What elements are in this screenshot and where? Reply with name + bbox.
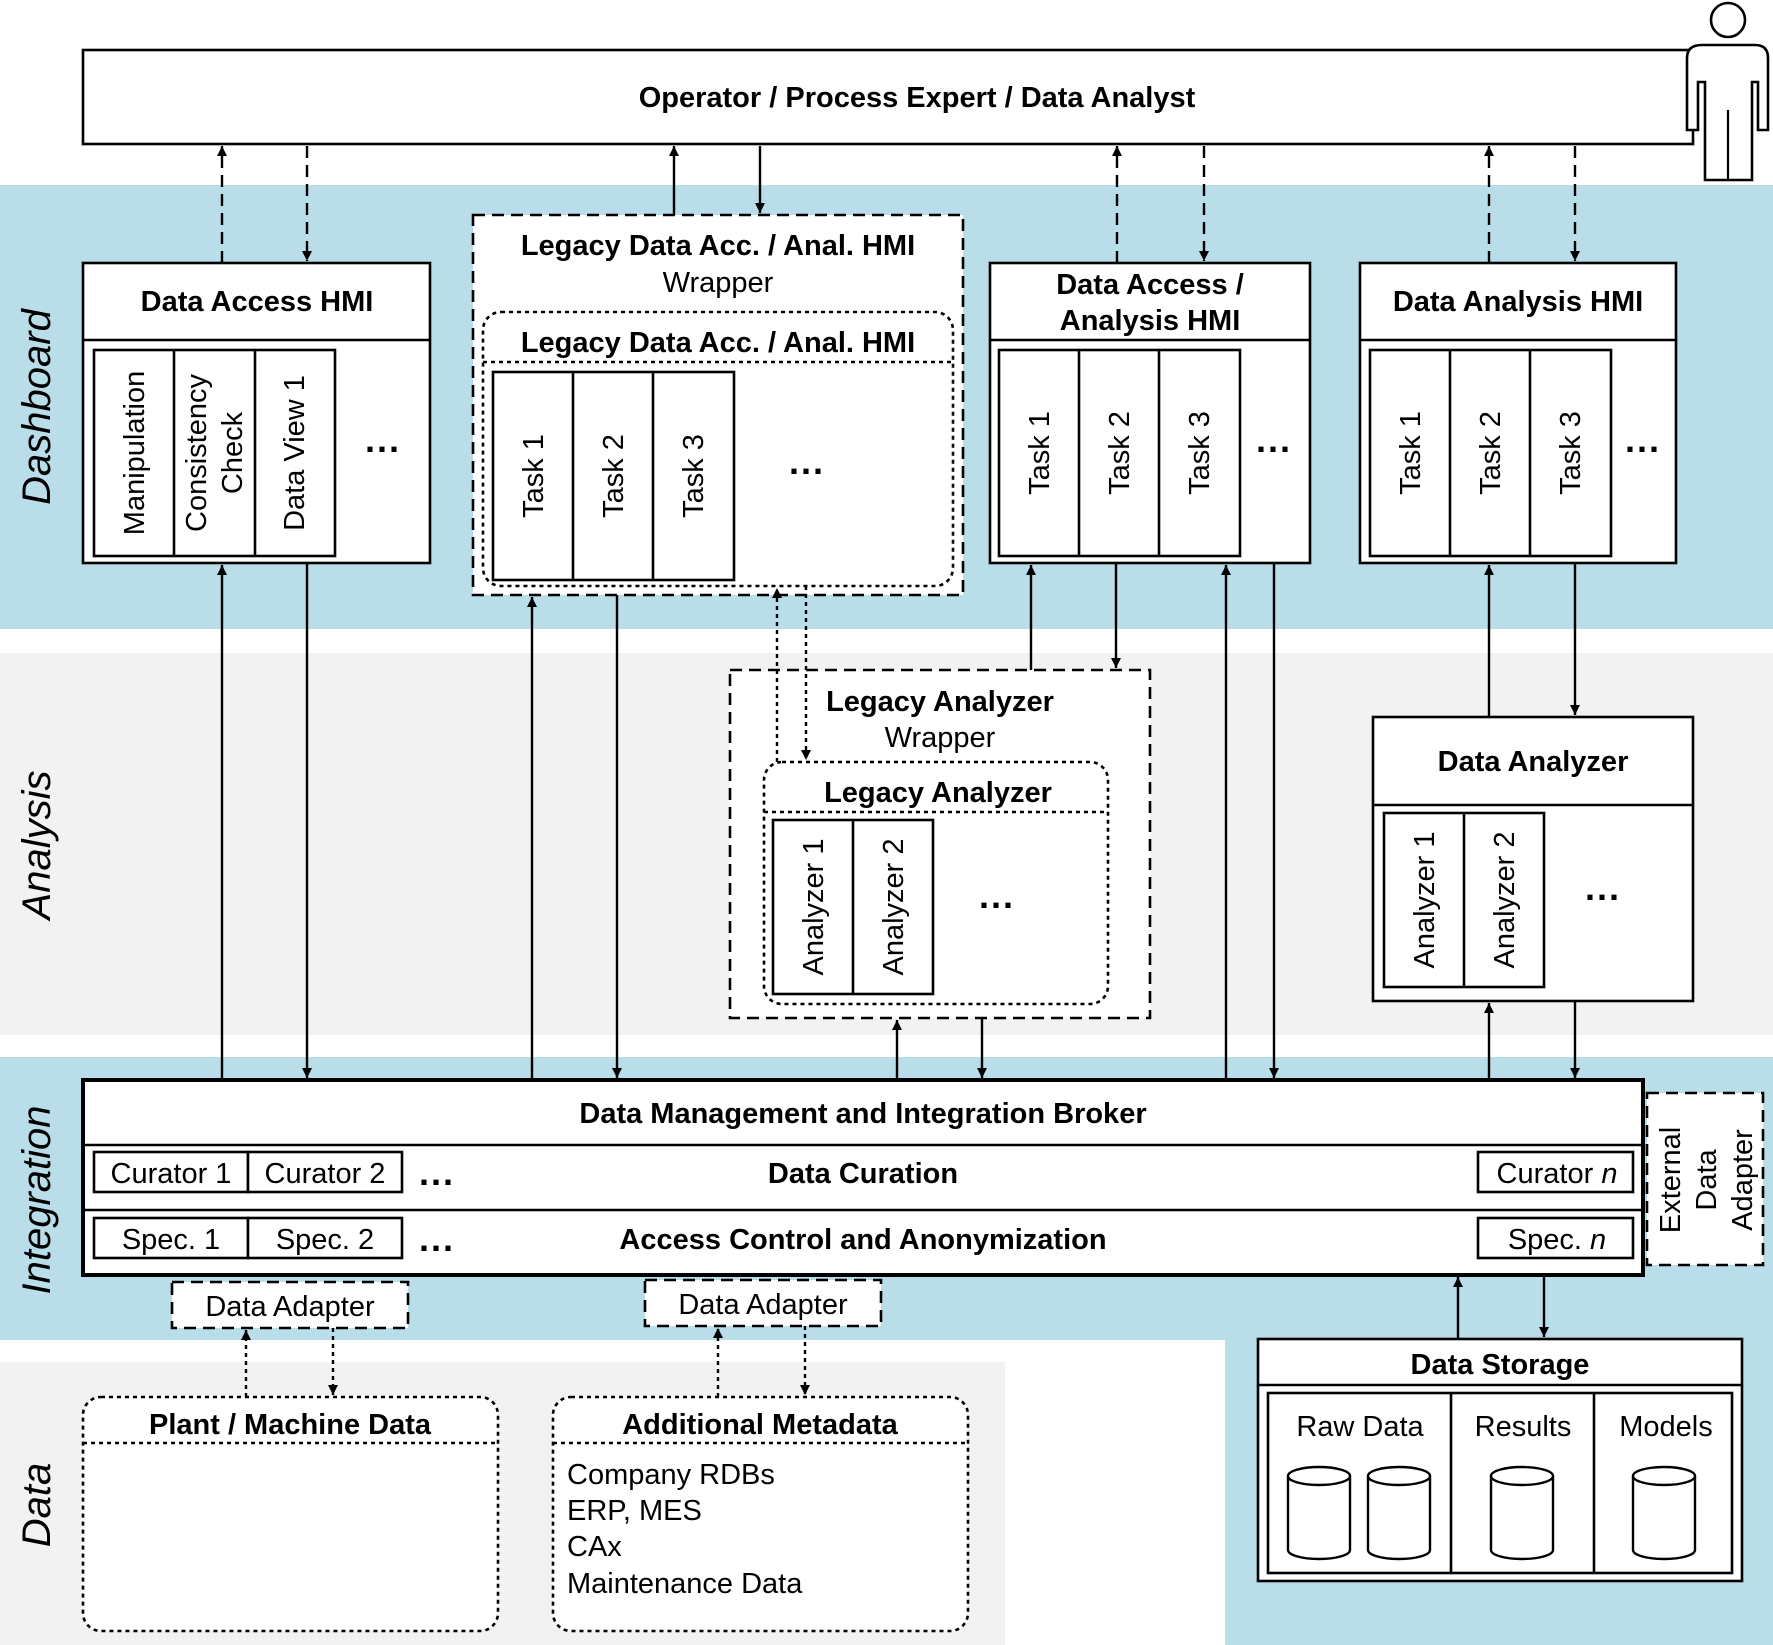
additional-metadata-title: Additional Metadata	[622, 1409, 898, 1441]
legacy-hmi-inner-title: Legacy Data Acc. / Anal. HMI	[521, 327, 915, 359]
data-analyzer-1: Analyzer 1	[1409, 831, 1441, 968]
data-access-item-manipulation: Manipulation	[119, 371, 151, 535]
database-icon	[1286, 1465, 1352, 1561]
data-adapter-middle-label: Data Adapter	[678, 1289, 848, 1321]
plant-machine-title: Plant / Machine Data	[149, 1409, 432, 1441]
database-icon	[1366, 1465, 1432, 1561]
data-adapter-middle: Data Adapter	[643, 1278, 883, 1328]
integration-broker: Data Management and Integration Broker C…	[81, 1078, 1645, 1277]
legacy-analyzer-wrapper-title: Legacy Analyzer	[826, 686, 1054, 718]
person-icon	[1685, 1, 1770, 182]
daa-hmi-ellipsis: ...	[1256, 419, 1292, 460]
metadata-item-cax: CAx	[567, 1531, 622, 1563]
da-hmi-task-3: Task 3	[1555, 411, 1587, 495]
spec-1: Spec. 1	[122, 1224, 220, 1256]
broker-title: Data Management and Integration Broker	[579, 1098, 1146, 1130]
connector-arrows	[217, 146, 1580, 1397]
metadata-item-erp-mes: ERP, MES	[567, 1495, 702, 1527]
data-storage-title: Data Storage	[1411, 1349, 1590, 1381]
curator-2: Curator 2	[265, 1158, 386, 1190]
data-access-hmi-title: Data Access HMI	[141, 286, 374, 318]
spec-2: Spec. 2	[276, 1224, 374, 1256]
da-hmi-task-2: Task 2	[1475, 411, 1507, 495]
data-access-analysis-title-1: Data Access /	[1056, 269, 1244, 301]
data-access-hmi: Data Access HMI Manipulation Consistency…	[81, 261, 432, 565]
da-hmi-ellipsis: ...	[1625, 419, 1661, 460]
storage-col-raw-data: Raw Data	[1296, 1411, 1424, 1443]
data-adapter-left-label: Data Adapter	[205, 1291, 375, 1323]
curator-n: Curator n	[1497, 1158, 1618, 1190]
layer-label-dashboard: Dashboard	[15, 307, 59, 504]
legacy-analyzer-ellipsis: ...	[979, 875, 1015, 916]
operator-bar	[81, 48, 1695, 146]
external-adapter-line-3: Adapter	[1727, 1129, 1759, 1231]
metadata-item-maintenance: Maintenance Data	[567, 1568, 803, 1600]
plant-machine-data: Plant / Machine Data	[81, 1395, 500, 1633]
daa-hmi-task-1: Task 1	[1024, 411, 1056, 495]
storage-col-models: Models	[1619, 1411, 1713, 1443]
data-access-analysis-hmi: Data Access / Analysis HMI Task 1 Task 2…	[988, 261, 1312, 565]
external-adapter-line-1: External	[1655, 1127, 1687, 1233]
access-control-label: Access Control and Anonymization	[619, 1224, 1106, 1256]
legacy-hmi-wrapper-subtitle: Wrapper	[663, 267, 774, 299]
legacy-analyzer-1: Analyzer 1	[798, 838, 830, 975]
database-icon	[1489, 1465, 1555, 1561]
data-access-analysis-title-2: Analysis HMI	[1060, 305, 1241, 337]
legacy-analyzer-wrapper-subtitle: Wrapper	[885, 722, 996, 754]
curation-ellipsis: ...	[419, 1152, 455, 1193]
data-access-item-data-view: Data View 1	[279, 375, 311, 531]
data-adapter-left: Data Adapter	[170, 1280, 410, 1330]
legacy-hmi-task-2: Task 2	[598, 434, 630, 518]
metadata-item-company-rdbs: Company RDBs	[567, 1459, 775, 1491]
legacy-hmi-wrapper-title: Legacy Data Acc. / Anal. HMI	[521, 230, 915, 262]
data-access-item-check: Check	[217, 411, 249, 494]
layer-label-data: Data	[15, 1463, 59, 1548]
legacy-analyzer-inner-title: Legacy Analyzer	[824, 777, 1052, 809]
curator-1: Curator 1	[111, 1158, 232, 1190]
data-analyzer-2: Analyzer 2	[1489, 831, 1521, 968]
layer-label-integration: Integration	[15, 1105, 59, 1294]
additional-metadata: Additional Metadata Company RDBs ERP, ME…	[551, 1395, 970, 1633]
daa-hmi-task-3: Task 3	[1184, 411, 1216, 495]
data-access-ellipsis: ...	[365, 419, 401, 460]
external-adapter-line-2: Data	[1691, 1149, 1723, 1211]
data-analyzer-title: Data Analyzer	[1438, 746, 1629, 778]
daa-hmi-task-2: Task 2	[1104, 411, 1136, 495]
legacy-hmi-wrapper: Legacy Data Acc. / Anal. HMI Wrapper Leg…	[471, 213, 965, 597]
external-data-adapter: External Data Adapter	[1645, 1091, 1765, 1267]
data-storage: Data Storage Raw Data Results Models	[1256, 1337, 1744, 1583]
legacy-hmi-task-1: Task 1	[518, 434, 550, 518]
data-analyzer-ellipsis: ...	[1585, 867, 1621, 908]
data-analysis-hmi-title: Data Analysis HMI	[1393, 286, 1643, 318]
da-hmi-task-1: Task 1	[1395, 411, 1427, 495]
data-analyzer: Data Analyzer Analyzer 1 Analyzer 2 ...	[1371, 715, 1695, 1003]
legacy-hmi-task-3: Task 3	[678, 434, 710, 518]
data-access-item-consistency: Consistency	[181, 374, 213, 532]
data-curation-label: Data Curation	[768, 1158, 958, 1190]
operator-label: Operator / Process Expert / Data Analyst	[639, 82, 1196, 114]
database-icon	[1631, 1465, 1697, 1561]
storage-col-results: Results	[1475, 1411, 1572, 1443]
access-ellipsis: ...	[419, 1218, 455, 1259]
legacy-analyzer-2: Analyzer 2	[878, 838, 910, 975]
layer-label-analysis: Analysis	[15, 771, 59, 922]
legacy-analyzer-wrapper: Legacy Analyzer Wrapper Legacy Analyzer …	[728, 668, 1152, 1020]
data-analysis-hmi: Data Analysis HMI Task 1 Task 2 Task 3 .…	[1358, 261, 1678, 565]
spec-n: Spec. n	[1508, 1224, 1606, 1256]
legacy-hmi-ellipsis: ...	[789, 441, 825, 482]
